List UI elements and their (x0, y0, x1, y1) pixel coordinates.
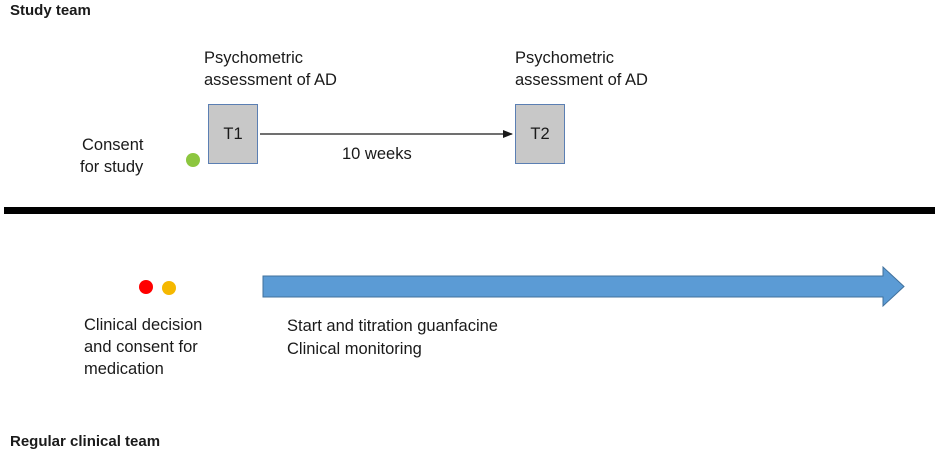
t2-box: T2 (515, 104, 565, 164)
team-divider (4, 207, 935, 214)
green-dot-icon (186, 153, 200, 167)
clinical-team-title: Regular clinical team (10, 433, 161, 450)
consent-label-line1: Consent (82, 136, 144, 154)
red-dot-icon (139, 280, 153, 294)
decision-label-line2: and consent for (84, 338, 198, 356)
t2-caption-line1: Psychometric (515, 49, 615, 67)
treatment-label-line2: Clinical monitoring (287, 340, 422, 358)
t2-label: T2 (530, 124, 550, 143)
interval-label: 10 weeks (342, 145, 412, 163)
treatment-label-line1: Start and titration guanfacine (287, 317, 498, 335)
t1-caption-line1: Psychometric (204, 49, 304, 67)
consent-label-line2: for study (80, 158, 144, 176)
study-team-title: Study team (10, 2, 91, 19)
decision-label-line3: medication (84, 360, 164, 378)
t1-box: T1 (208, 104, 258, 164)
decision-label-line1: Clinical decision (84, 316, 203, 334)
t2-caption-line2: assessment of AD (515, 71, 648, 89)
t1-label: T1 (223, 124, 243, 143)
orange-dot-icon (162, 281, 176, 295)
treatment-block-arrow (262, 265, 905, 308)
t1-caption-line2: assessment of AD (204, 71, 337, 89)
